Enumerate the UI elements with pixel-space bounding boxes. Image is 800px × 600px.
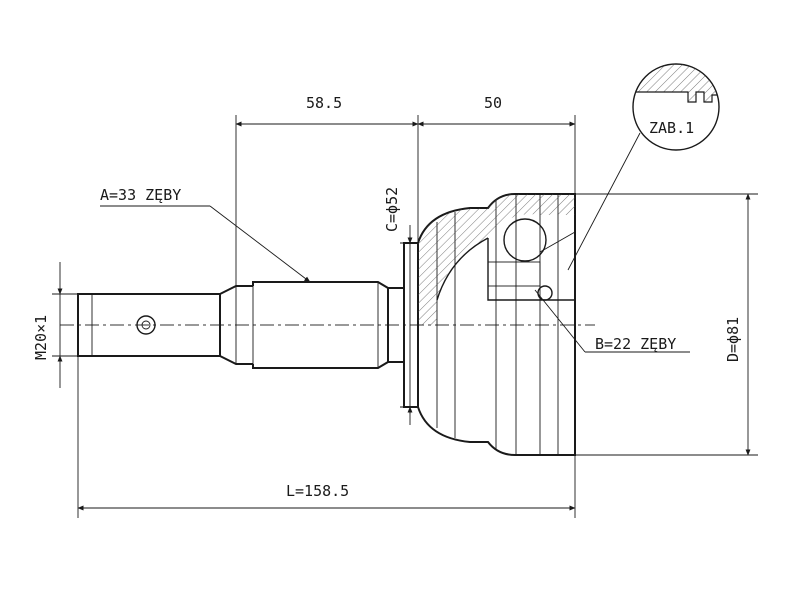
dim-bell-length: 50 [417, 94, 576, 194]
detail-circle-zab: ZAB.1 [567, 63, 720, 271]
detail-label: ZAB.1 [649, 119, 694, 137]
dim-outer-diameter: D=ϕ81 [575, 193, 758, 456]
dim-splined-length: 58.5 [235, 94, 419, 286]
inner-spline-label: B=22 ZĘBY [595, 335, 676, 353]
dim-50-label: 50 [484, 94, 502, 112]
bell-housing [417, 193, 576, 456]
dim-total-length: L=158.5 [77, 356, 576, 518]
seal-diameter-label: C=ϕ52 [383, 187, 401, 232]
outer-diameter-label: D=ϕ81 [724, 317, 742, 362]
outer-spline-label: A=33 ZĘBY [100, 186, 181, 204]
threaded-shaft-end [77, 293, 221, 357]
dim-outer-spline: A=33 ZĘBY [100, 186, 311, 283]
dim-58-label: 58.5 [306, 94, 342, 112]
dim-thread: M20×1 [32, 262, 78, 388]
thread-label: M20×1 [32, 315, 50, 360]
dim-seal-diameter: C=ϕ52 [383, 187, 418, 425]
dim-inner-spline: B=22 ZĘBY [534, 289, 690, 353]
total-length-label: L=158.5 [286, 482, 349, 500]
